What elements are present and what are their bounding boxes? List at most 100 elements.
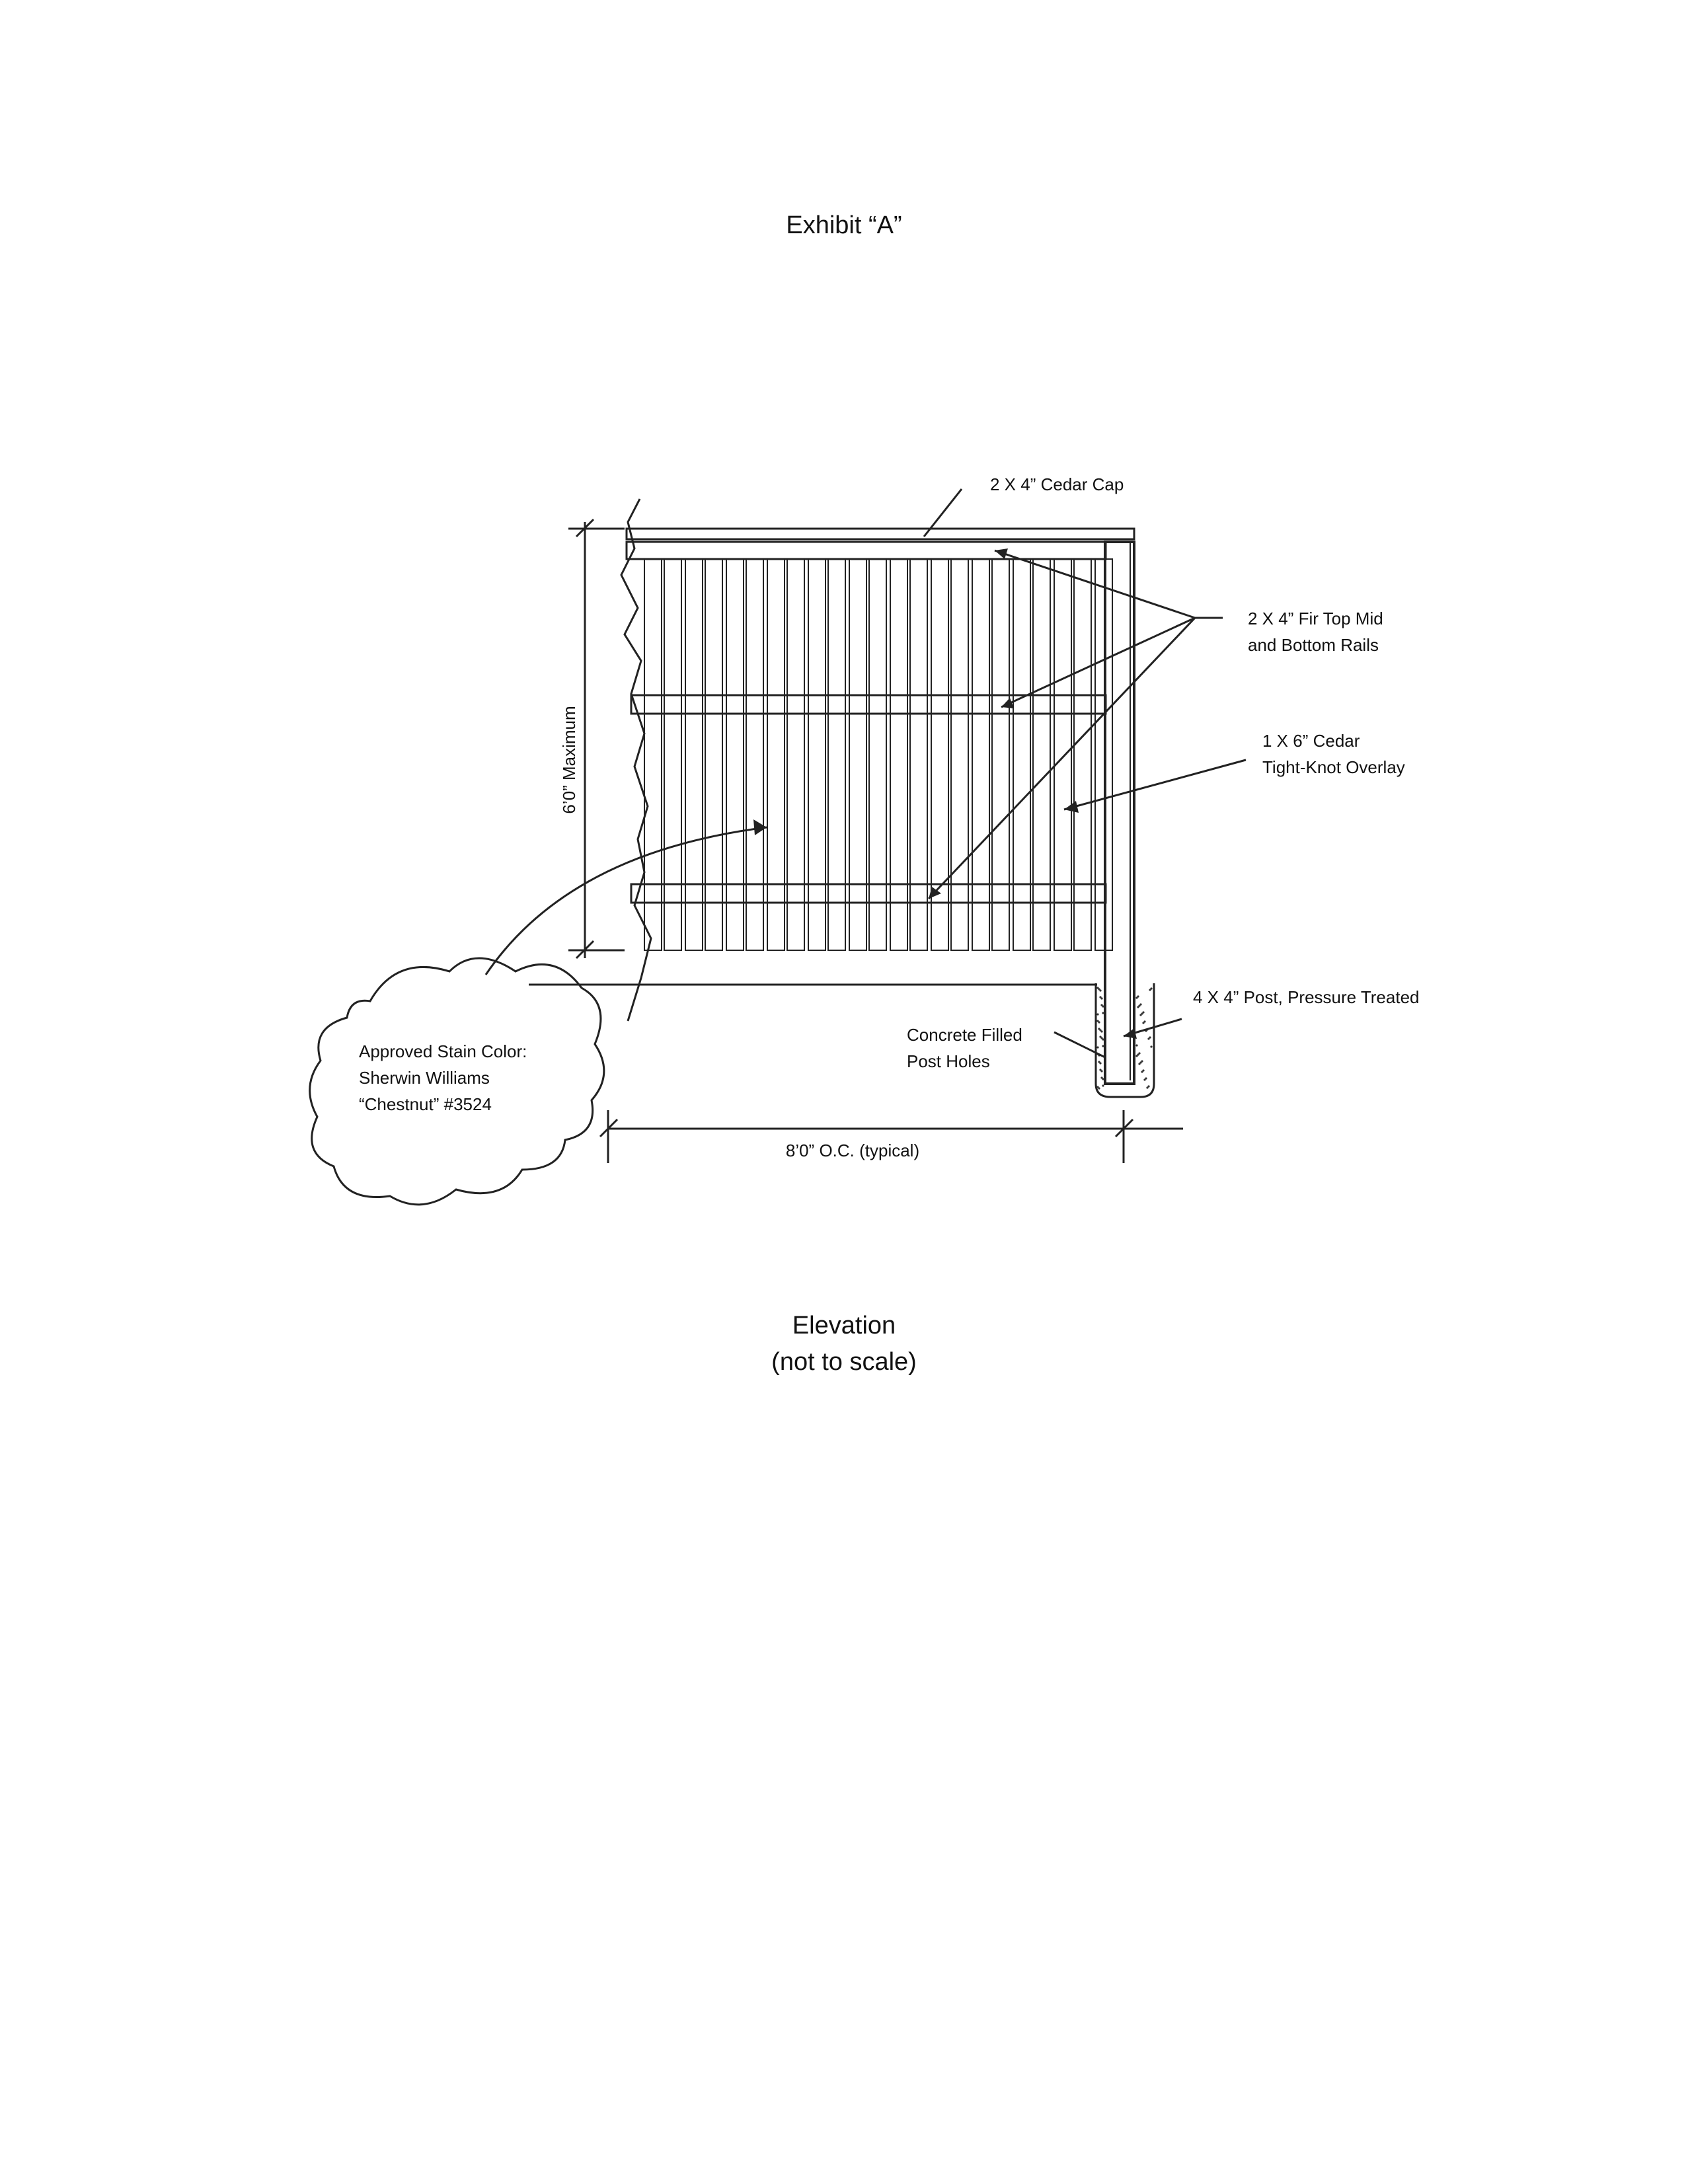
concrete-speck <box>1099 996 1102 998</box>
concrete-speck <box>1096 987 1099 989</box>
concrete-speck <box>1102 1078 1104 1080</box>
picket <box>808 558 826 951</box>
cedar-cap <box>625 527 1135 541</box>
concrete-speck <box>1149 989 1151 991</box>
concrete-speck <box>1098 1061 1100 1063</box>
concrete-speck <box>1141 1012 1143 1015</box>
picket <box>950 558 969 951</box>
concrete-speck <box>1139 1061 1142 1064</box>
concrete-speck <box>1100 1070 1103 1073</box>
concrete-speck <box>1142 1011 1145 1014</box>
post <box>1104 541 1135 1085</box>
concrete-speck <box>1102 1005 1104 1008</box>
post-label: 4 X 4” Post, Pressure Treated <box>1193 987 1420 1007</box>
concrete-speck <box>1099 989 1102 992</box>
concrete-speck <box>1150 1045 1153 1048</box>
concrete-speck <box>1141 1060 1143 1063</box>
concrete-speck <box>1137 1053 1139 1056</box>
concrete-speck <box>1098 1087 1100 1090</box>
concrete-speck <box>1099 1029 1102 1032</box>
picket <box>1013 558 1031 951</box>
concrete-speck <box>1096 1046 1099 1049</box>
rails-label-line1: 2 X 4” Fir Top Mid <box>1248 609 1383 628</box>
not-to-scale-caption: (not to scale) <box>771 1348 917 1376</box>
stain-leader <box>484 826 767 975</box>
height-label: 6’0” Maximum <box>559 706 579 813</box>
concrete-speck <box>1102 1084 1104 1087</box>
concrete-speck <box>1150 987 1153 990</box>
concrete-speck <box>1102 1012 1104 1014</box>
picket <box>868 558 887 951</box>
rails-leader-top <box>994 549 1196 619</box>
concrete-speck <box>1098 1028 1100 1030</box>
picket <box>972 558 990 951</box>
picket <box>767 558 785 951</box>
cap-leader <box>923 488 963 537</box>
holes-label-line2: Post Holes <box>907 1051 990 1071</box>
concrete-speck <box>1146 1086 1149 1089</box>
picket <box>890 558 908 951</box>
stain-label-line3: “Chestnut” #3524 <box>359 1094 492 1114</box>
picket <box>1032 558 1051 951</box>
stain-label-line2: Sherwin Williams <box>359 1068 490 1088</box>
elevation-caption: Elevation <box>792 1312 896 1339</box>
concrete-speck <box>1139 1014 1142 1016</box>
concrete-speck <box>1137 1006 1139 1008</box>
concrete-speck <box>1147 1085 1150 1088</box>
exhibit-title: Exhibit “A” <box>786 211 902 239</box>
concrete-speck <box>1099 1069 1102 1071</box>
concrete-speck <box>1138 1063 1141 1065</box>
concrete-speck <box>1099 1036 1102 1038</box>
holes-leader <box>1054 1031 1106 1059</box>
spacing-label: 8’0” O.C. (typical) <box>786 1141 919 1160</box>
concrete-speck <box>1139 1003 1142 1006</box>
concrete-speck <box>1100 1076 1103 1079</box>
fence-elevation-diagram: 6’0” Maximum 8’0” O.C. (typical) 2 X 4” … <box>309 474 1420 1206</box>
concrete-speck <box>1137 995 1139 998</box>
concrete-speck <box>1100 1037 1103 1039</box>
concrete-speck <box>1100 1030 1103 1033</box>
concrete-speck <box>1098 1021 1100 1024</box>
concrete-speck <box>1138 1004 1141 1007</box>
concrete-speck <box>1096 1086 1099 1088</box>
concrete-speck <box>1100 997 1103 1000</box>
picket <box>827 558 846 951</box>
picket <box>1054 558 1072 951</box>
concrete-texture <box>1096 987 1153 1090</box>
concrete-speck <box>1143 1078 1146 1081</box>
overlay-leader <box>1063 759 1247 811</box>
rails-leader-mid <box>1001 617 1196 708</box>
concrete-speck <box>1102 1038 1104 1041</box>
concrete-speck <box>1135 997 1138 999</box>
picket <box>786 558 805 951</box>
picket <box>931 558 949 951</box>
overlay-label-line1: 1 X 6” Cedar <box>1262 731 1360 751</box>
concrete-speck <box>1099 1062 1102 1065</box>
concrete-footing <box>1094 983 1155 1098</box>
picket <box>746 558 764 951</box>
holes-label-line1: Concrete Filled <box>907 1025 1022 1045</box>
overlay-label-line2: Tight-Knot Overlay <box>1262 757 1405 777</box>
concrete-speck <box>1096 1013 1099 1016</box>
top-rail <box>625 541 1107 560</box>
picket <box>1073 558 1092 951</box>
picket <box>991 558 1010 951</box>
cedar-overlay-pickets <box>644 558 1113 951</box>
rails-label-line2: and Bottom Rails <box>1248 635 1379 655</box>
concrete-speck <box>1143 1020 1146 1023</box>
concrete-speck <box>1100 1004 1103 1006</box>
concrete-speck <box>1135 1055 1138 1057</box>
concrete-speck <box>1149 1036 1151 1039</box>
picket <box>644 558 662 951</box>
concrete-speck <box>1145 1077 1147 1080</box>
concrete-speck <box>1102 1045 1104 1047</box>
picket <box>909 558 928 951</box>
concrete-speck <box>1096 1020 1099 1022</box>
cap-label: 2 X 4” Cedar Cap <box>990 474 1124 494</box>
picket <box>849 558 867 951</box>
concrete-speck <box>1147 1037 1150 1040</box>
picket <box>664 558 682 951</box>
stain-label-line1: Approved Stain Color: <box>359 1041 527 1061</box>
concrete-speck <box>1142 1022 1145 1024</box>
